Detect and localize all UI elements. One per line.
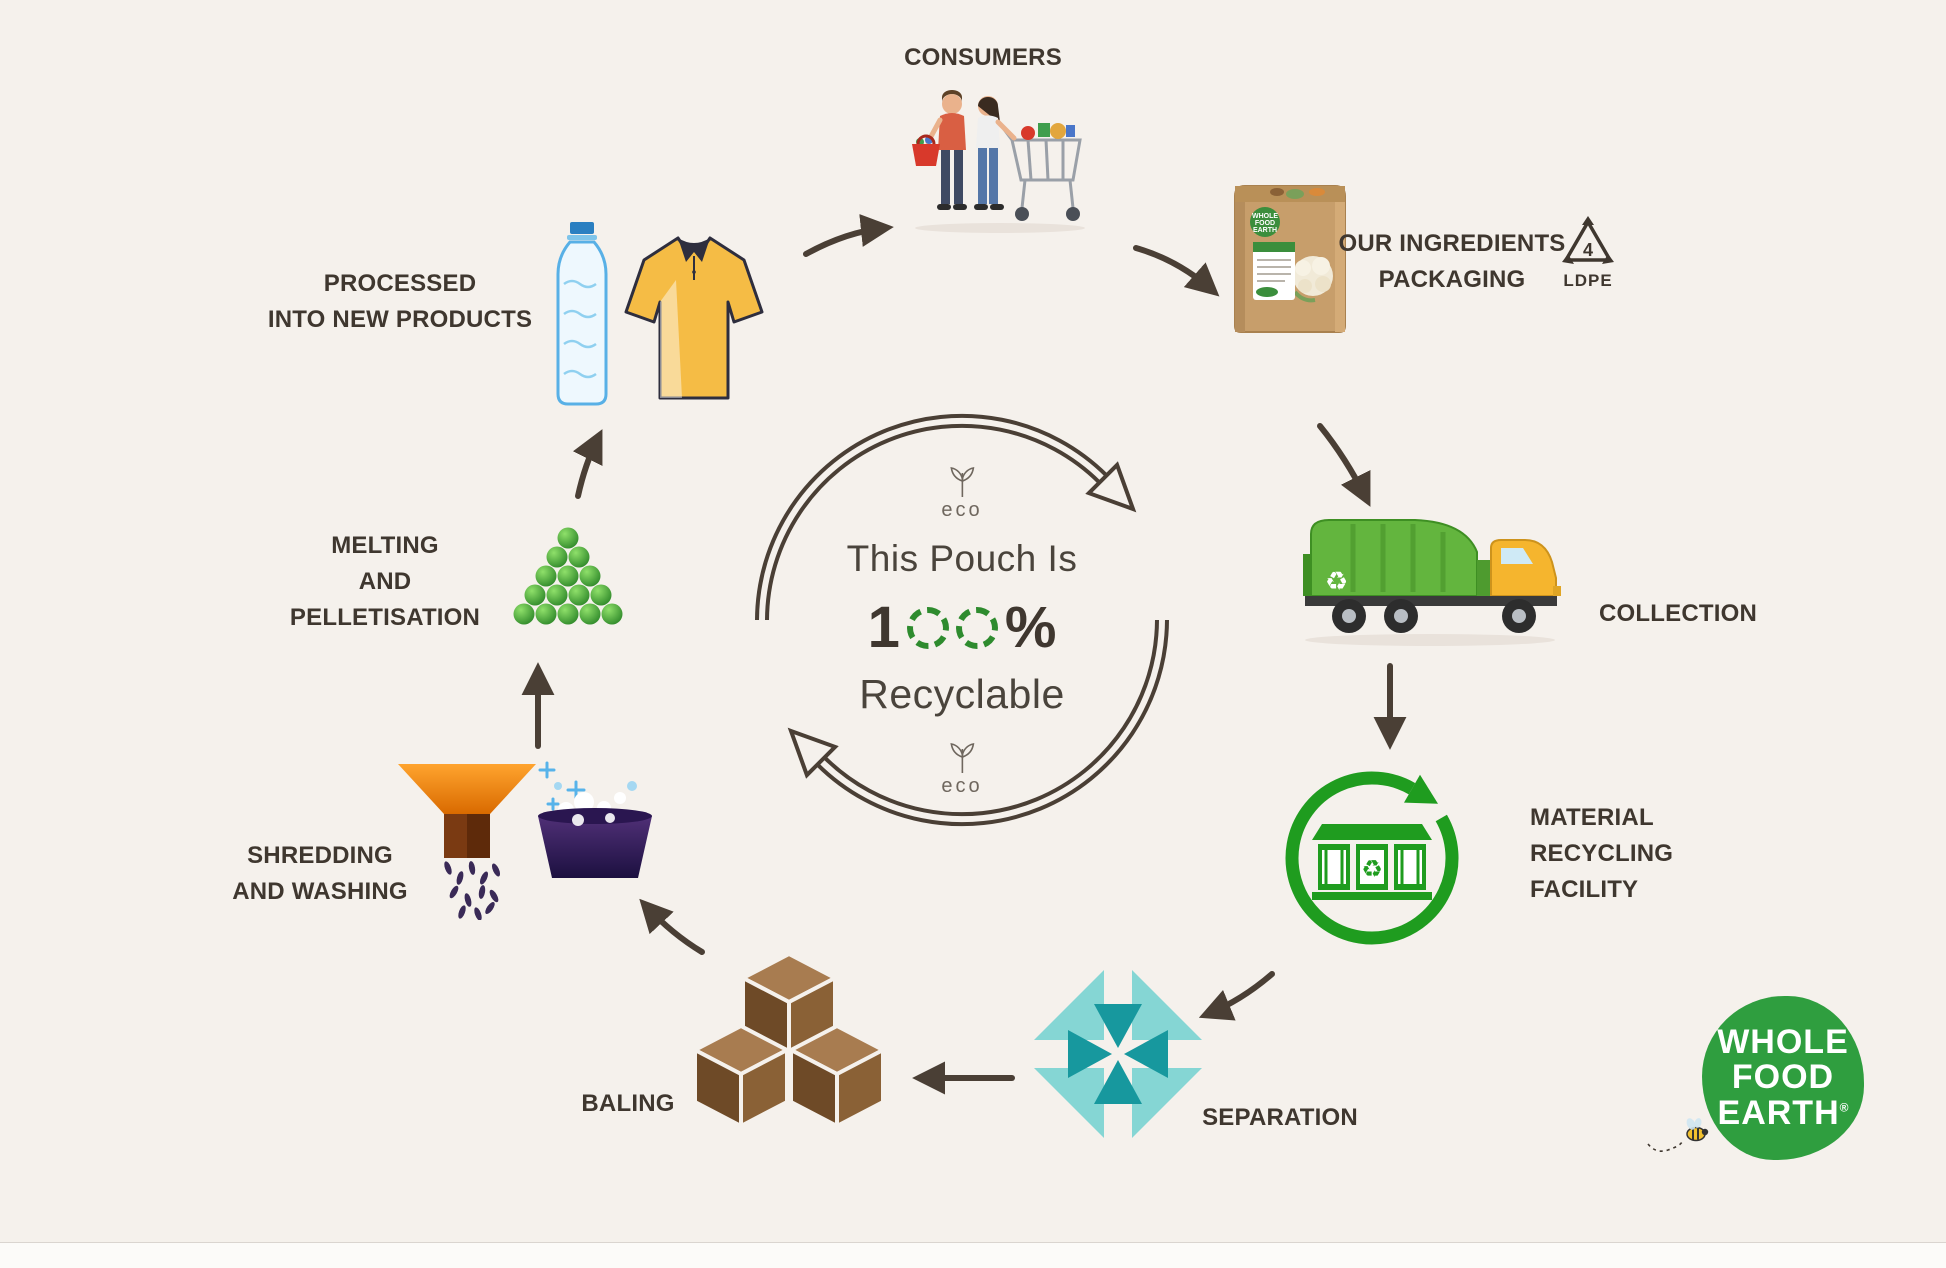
separation-arrows bbox=[1068, 1004, 1168, 1104]
shopper-woman bbox=[974, 96, 1017, 210]
ldpe-resin-code-icon: 4 LDPE bbox=[1562, 216, 1614, 290]
label-separation: SEPARATION bbox=[1202, 1104, 1358, 1131]
cycle-arrowhead-top bbox=[1085, 461, 1137, 513]
new-products-icon bbox=[556, 222, 764, 406]
arrow-melting-to-products bbox=[572, 429, 603, 499]
percent-digit-one: 1 bbox=[867, 595, 900, 660]
resin-code-number: 4 bbox=[1583, 240, 1593, 260]
eco-label: eco bbox=[941, 775, 983, 797]
logo-line1: WHOLE bbox=[1717, 1022, 1849, 1061]
truck-cab bbox=[1490, 539, 1557, 597]
mrf-ring-arrowhead bbox=[1404, 774, 1438, 804]
logo-line3: EARTH® bbox=[1717, 1093, 1849, 1132]
eco-label: eco bbox=[941, 499, 983, 521]
resin-code-name: LDPE bbox=[1563, 271, 1612, 290]
garbage-truck-icon: ♻ bbox=[1303, 519, 1561, 646]
separation-icon bbox=[1016, 952, 1220, 1156]
registered-mark: ® bbox=[1839, 1100, 1849, 1115]
pouch-label bbox=[1253, 242, 1295, 300]
eco-sprig-icon bbox=[950, 743, 974, 774]
pouch-brand-line2: FOOD bbox=[1255, 220, 1275, 227]
center-line1: This Pouch Is bbox=[846, 538, 1078, 579]
eco-badge-bottom: eco bbox=[941, 742, 982, 798]
center-line3: Recyclable bbox=[859, 671, 1065, 717]
label-baling: BALING bbox=[581, 1090, 675, 1117]
mrf-icon: ♻ bbox=[1285, 771, 1459, 945]
water-bottle-icon bbox=[556, 222, 608, 406]
bee-icon bbox=[1647, 1118, 1709, 1152]
arrow-products-to-consumers bbox=[803, 214, 894, 257]
percent-sign: % bbox=[1004, 595, 1057, 660]
logo-line2: FOOD bbox=[1731, 1058, 1835, 1097]
whole-food-earth-logo: WHOLE FOOD EARTH® bbox=[1702, 996, 1864, 1160]
pouch-brand-badge bbox=[1250, 207, 1280, 237]
cycle-arrowhead-bottom bbox=[787, 727, 839, 779]
pouch-brand-line1: WHOLE bbox=[1252, 213, 1278, 220]
arrow-baling-to-shredding bbox=[639, 898, 705, 955]
percent-zero bbox=[955, 606, 998, 649]
center-headline: This Pouch Is 1 % Recyclable bbox=[752, 538, 1172, 718]
arrow-packaging-to-collection bbox=[1317, 423, 1371, 507]
label-packaging: OUR INGREDIENTS PACKAGING bbox=[1338, 230, 1566, 293]
arrow-consumers-to-packaging bbox=[1133, 245, 1220, 297]
percent-zero bbox=[906, 606, 949, 649]
label-collection: COLLECTION bbox=[1599, 600, 1757, 627]
label-mrf: MATERIAL RECYCLING FACILITY bbox=[1530, 804, 1674, 903]
cycle-ring bbox=[755, 413, 1169, 827]
label-melting: MELTING AND PELLETISATION bbox=[289, 532, 481, 631]
footer-strip bbox=[0, 1242, 1946, 1268]
label-shredding: SHREDDING AND WASHING bbox=[232, 842, 408, 905]
shopper-man bbox=[925, 90, 967, 210]
shredder-funnel bbox=[398, 764, 536, 858]
label-processed: PROCESSED INTO NEW PRODUCTS bbox=[267, 270, 533, 333]
pellets-icon bbox=[513, 527, 623, 625]
pouch-icon: WHOLE FOOD EARTH bbox=[1234, 185, 1346, 333]
arrow-mrf-to-separation bbox=[1198, 971, 1275, 1021]
label-consumers: CONSUMERS bbox=[904, 44, 1062, 71]
truck-window bbox=[1501, 548, 1533, 564]
consumers-illustration bbox=[912, 90, 1085, 233]
mrf-recycle-icon: ♻ bbox=[1361, 855, 1383, 883]
percent-100: 1 % bbox=[752, 594, 1172, 661]
shopping-basket-icon bbox=[912, 134, 940, 166]
shredded-plastic bbox=[444, 861, 501, 920]
shredding-washing-icon bbox=[398, 761, 652, 920]
sparkles bbox=[538, 761, 586, 811]
eco-badge-top: eco bbox=[941, 466, 982, 522]
baling-icon bbox=[693, 952, 885, 1128]
pouch-brand-line3: EARTH bbox=[1253, 227, 1277, 234]
washing-basin bbox=[538, 781, 652, 878]
polo-shirt-icon bbox=[624, 236, 764, 400]
eco-sprig-icon bbox=[950, 467, 974, 498]
truck-recycle-icon: ♻ bbox=[1325, 567, 1348, 597]
